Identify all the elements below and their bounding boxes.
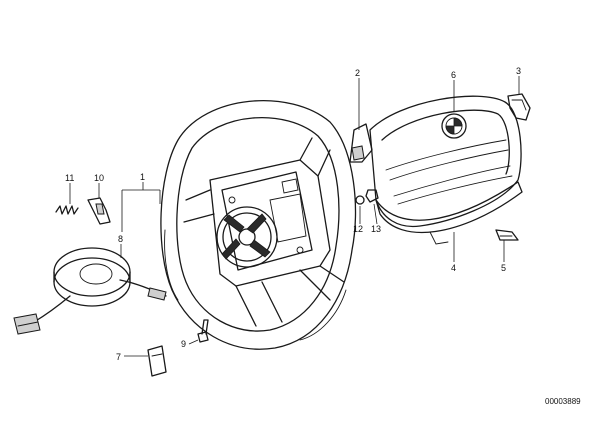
spring [55, 205, 79, 215]
callout-9: 9 [181, 339, 186, 349]
callout-13: 13 [371, 224, 381, 234]
steering-wheel [160, 99, 357, 350]
callout-1: 1 [140, 172, 145, 182]
callout-12: 12 [353, 224, 363, 234]
callout-2-top: 2 [355, 68, 360, 78]
callout-4: 4 [451, 263, 456, 273]
slip-ring [13, 247, 167, 335]
bolt [197, 319, 209, 343]
bracket-small [495, 229, 519, 241]
callout-11: 11 [65, 173, 74, 183]
retaining-clip [507, 93, 531, 121]
cover-plate [147, 345, 167, 377]
reference-number: 00003889 [545, 397, 581, 406]
callout-7: 7 [116, 352, 121, 362]
screw-and-nut [355, 189, 379, 205]
callout-labels: 1 2 2 3 4 5 6 7 8 9 10 11 12 13 [65, 66, 521, 362]
leader-lines [69, 76, 520, 357]
airbag-module [349, 95, 523, 245]
callout-5: 5 [501, 263, 506, 273]
callout-10: 10 [94, 173, 104, 183]
callout-8: 8 [118, 234, 123, 244]
callout-3: 3 [516, 66, 521, 76]
callout-6: 6 [451, 70, 456, 80]
bracket [87, 197, 111, 225]
